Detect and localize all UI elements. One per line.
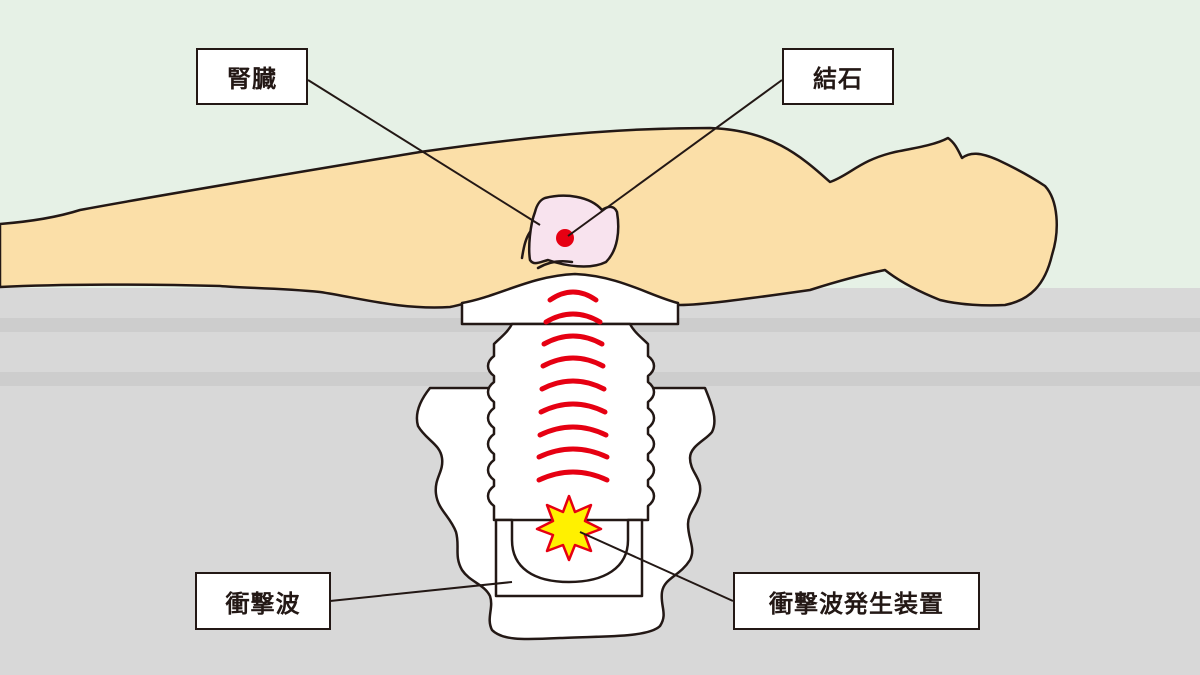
reflector-cup xyxy=(494,518,644,598)
kidney-label: 腎臓 xyxy=(196,48,308,105)
shock-wave-arc xyxy=(541,333,605,347)
shock-wave-arc xyxy=(540,355,606,369)
shock-wave-arc xyxy=(547,289,599,303)
shock-wave-arc xyxy=(538,401,608,415)
shock-wave-arc xyxy=(536,469,610,483)
device-contact-plate xyxy=(460,272,680,326)
shock-wave-arc xyxy=(539,378,607,392)
kidney-leader-line xyxy=(307,79,541,226)
kidney-stone xyxy=(556,229,574,247)
shockwave-label: 衝撃波 xyxy=(195,572,331,630)
stone-leader-line xyxy=(567,79,783,237)
shockwave-leader-line xyxy=(329,581,513,602)
shock-wave-arc xyxy=(536,446,610,460)
kidney-hilum-line xyxy=(520,230,574,270)
generator-label: 衝撃波発生装置 xyxy=(733,572,980,630)
device-column xyxy=(486,322,656,522)
stone-label: 結石 xyxy=(782,48,894,105)
shock-wave-arc xyxy=(543,311,603,325)
shock-wave-arcs xyxy=(536,289,610,483)
generator-leader-line xyxy=(579,531,734,602)
shock-wave-arc xyxy=(537,424,609,438)
shockwave-source-spark xyxy=(535,494,603,562)
